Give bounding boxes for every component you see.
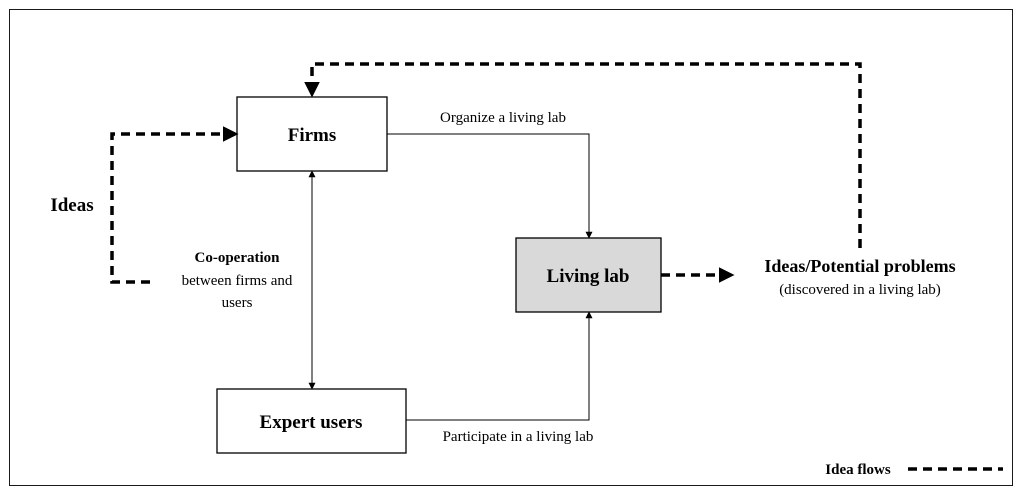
firms-box [236, 96, 388, 172]
ideas-problems-sublabel: (discovered in a living lab) [779, 282, 941, 298]
diagram-frame [9, 9, 1013, 486]
expert-users-box [216, 388, 407, 454]
feedback-flow-connector [304, 62, 862, 248]
cooperation-label-line1: Co-operation [195, 250, 281, 266]
ideas-flow-connector [110, 126, 239, 284]
organize-connector [387, 133, 593, 239]
legend-label: Idea flows [825, 462, 891, 478]
participate-label: Participate in a living lab [443, 429, 594, 445]
expert-users-label: Expert users [260, 412, 363, 433]
participate-connector [406, 311, 593, 421]
cooperation-label-line3: users [222, 295, 253, 311]
firms-label: Firms [288, 125, 337, 146]
ideas-label: Ideas [50, 195, 93, 216]
ideas-problems-label: Ideas/Potential problems [764, 256, 955, 276]
living-lab-label: Living lab [547, 266, 630, 287]
cooperation-label-line2: between firms and [182, 273, 293, 289]
organize-label: Organize a living lab [440, 110, 566, 126]
